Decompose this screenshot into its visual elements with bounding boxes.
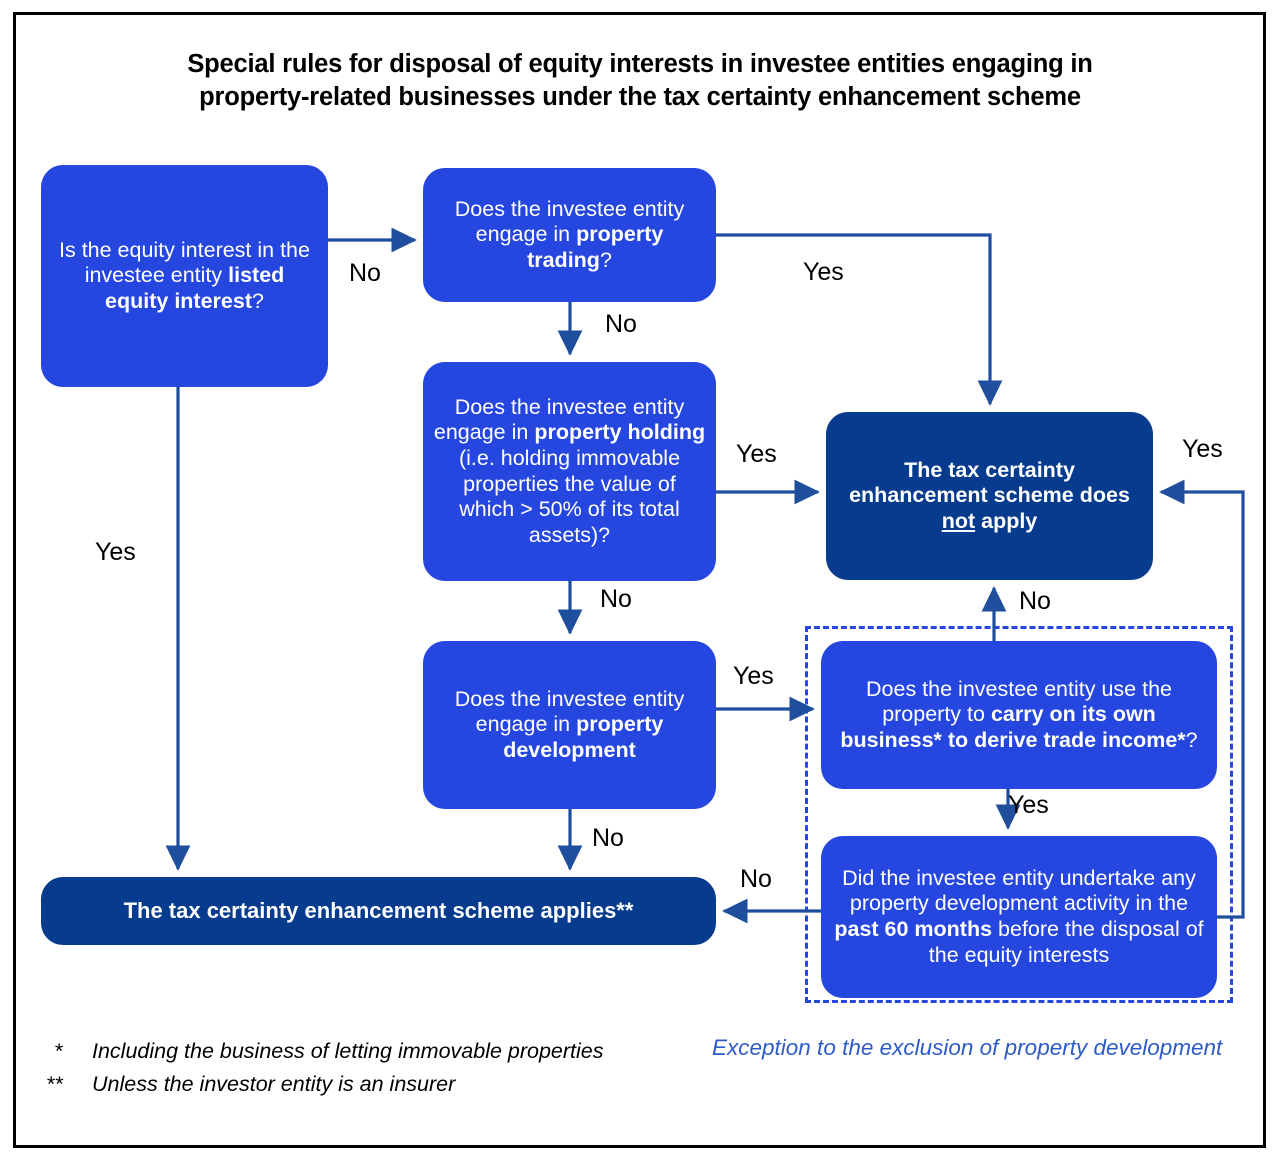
node-property-development-text: Does the investee entity engage in prope…	[454, 686, 685, 762]
footnote-1-mark: *	[54, 1039, 63, 1063]
edge-months-to-notapply	[1159, 479, 1245, 919]
exception-region-caption: Exception to the exclusion of property d…	[712, 1035, 1223, 1060]
node-scheme-applies[interactable]: The tax certainty enhancement scheme app…	[41, 877, 716, 945]
page-title-line-2: property-related businesses under the ta…	[199, 83, 1081, 112]
edge-label-ownbusiness-yes: Yes	[1008, 791, 1049, 819]
edge-label-months-no: No	[740, 865, 772, 893]
edge-label-listed-no: No	[349, 259, 381, 287]
node-property-holding-text: Does the investee entity engage in prope…	[433, 394, 706, 547]
edge-label-listed-yes: Yes	[95, 538, 136, 566]
edge-label-months-yes: Yes	[1182, 435, 1223, 463]
edge-trading-to-notapply	[716, 233, 1003, 406]
page-title: Special rules for disposal of equity int…	[80, 48, 1200, 114]
edge-label-development-no: No	[592, 824, 624, 852]
node-is-listed-equity-interest[interactable]: Is the equity interest in the investee e…	[41, 165, 328, 387]
edge-label-trading-no: No	[605, 310, 637, 338]
node-engages-in-property-development[interactable]: Does the investee entity engage in prope…	[423, 641, 716, 809]
footnote-1-text: Including the business of letting immova…	[92, 1039, 604, 1063]
page-title-line-1: Special rules for disposal of equity int…	[187, 50, 1093, 78]
node-property-trading-text: Does the investee entity engage in prope…	[454, 196, 685, 272]
edge-label-ownbusiness-no: No	[1019, 587, 1051, 615]
node-scheme-not-apply-text: The tax certainty enhancement scheme doe…	[849, 457, 1130, 533]
edge-label-trading-yes: Yes	[803, 258, 844, 286]
edge-label-holding-yes: Yes	[736, 440, 777, 468]
exception-region-dashed-border	[805, 626, 1233, 1003]
footnote-2-mark: **	[46, 1072, 63, 1096]
footnote-2-text: Unless the investor entity is an insurer	[92, 1072, 456, 1096]
node-scheme-does-not-apply[interactable]: The tax certainty enhancement scheme doe…	[826, 412, 1153, 580]
node-scheme-applies-text: The tax certainty enhancement scheme app…	[123, 897, 634, 923]
node-engages-in-property-trading[interactable]: Does the investee entity engage in prope…	[423, 168, 716, 302]
node-development-in-past-60-months[interactable]: Did the investee entity undertake any pr…	[821, 836, 1217, 998]
node-engages-in-property-holding[interactable]: Does the investee entity engage in prope…	[423, 362, 716, 581]
edge-label-holding-no: No	[600, 585, 632, 613]
node-carries-on-own-business[interactable]: Does the investee entity use the propert…	[821, 641, 1217, 789]
node-past-60-months-text: Did the investee entity undertake any pr…	[834, 865, 1204, 967]
node-own-business-text: Does the investee entity use the propert…	[840, 676, 1198, 752]
edge-label-development-yes: Yes	[733, 662, 774, 690]
node-listed-equity-text: Is the equity interest in the investee e…	[59, 237, 310, 313]
